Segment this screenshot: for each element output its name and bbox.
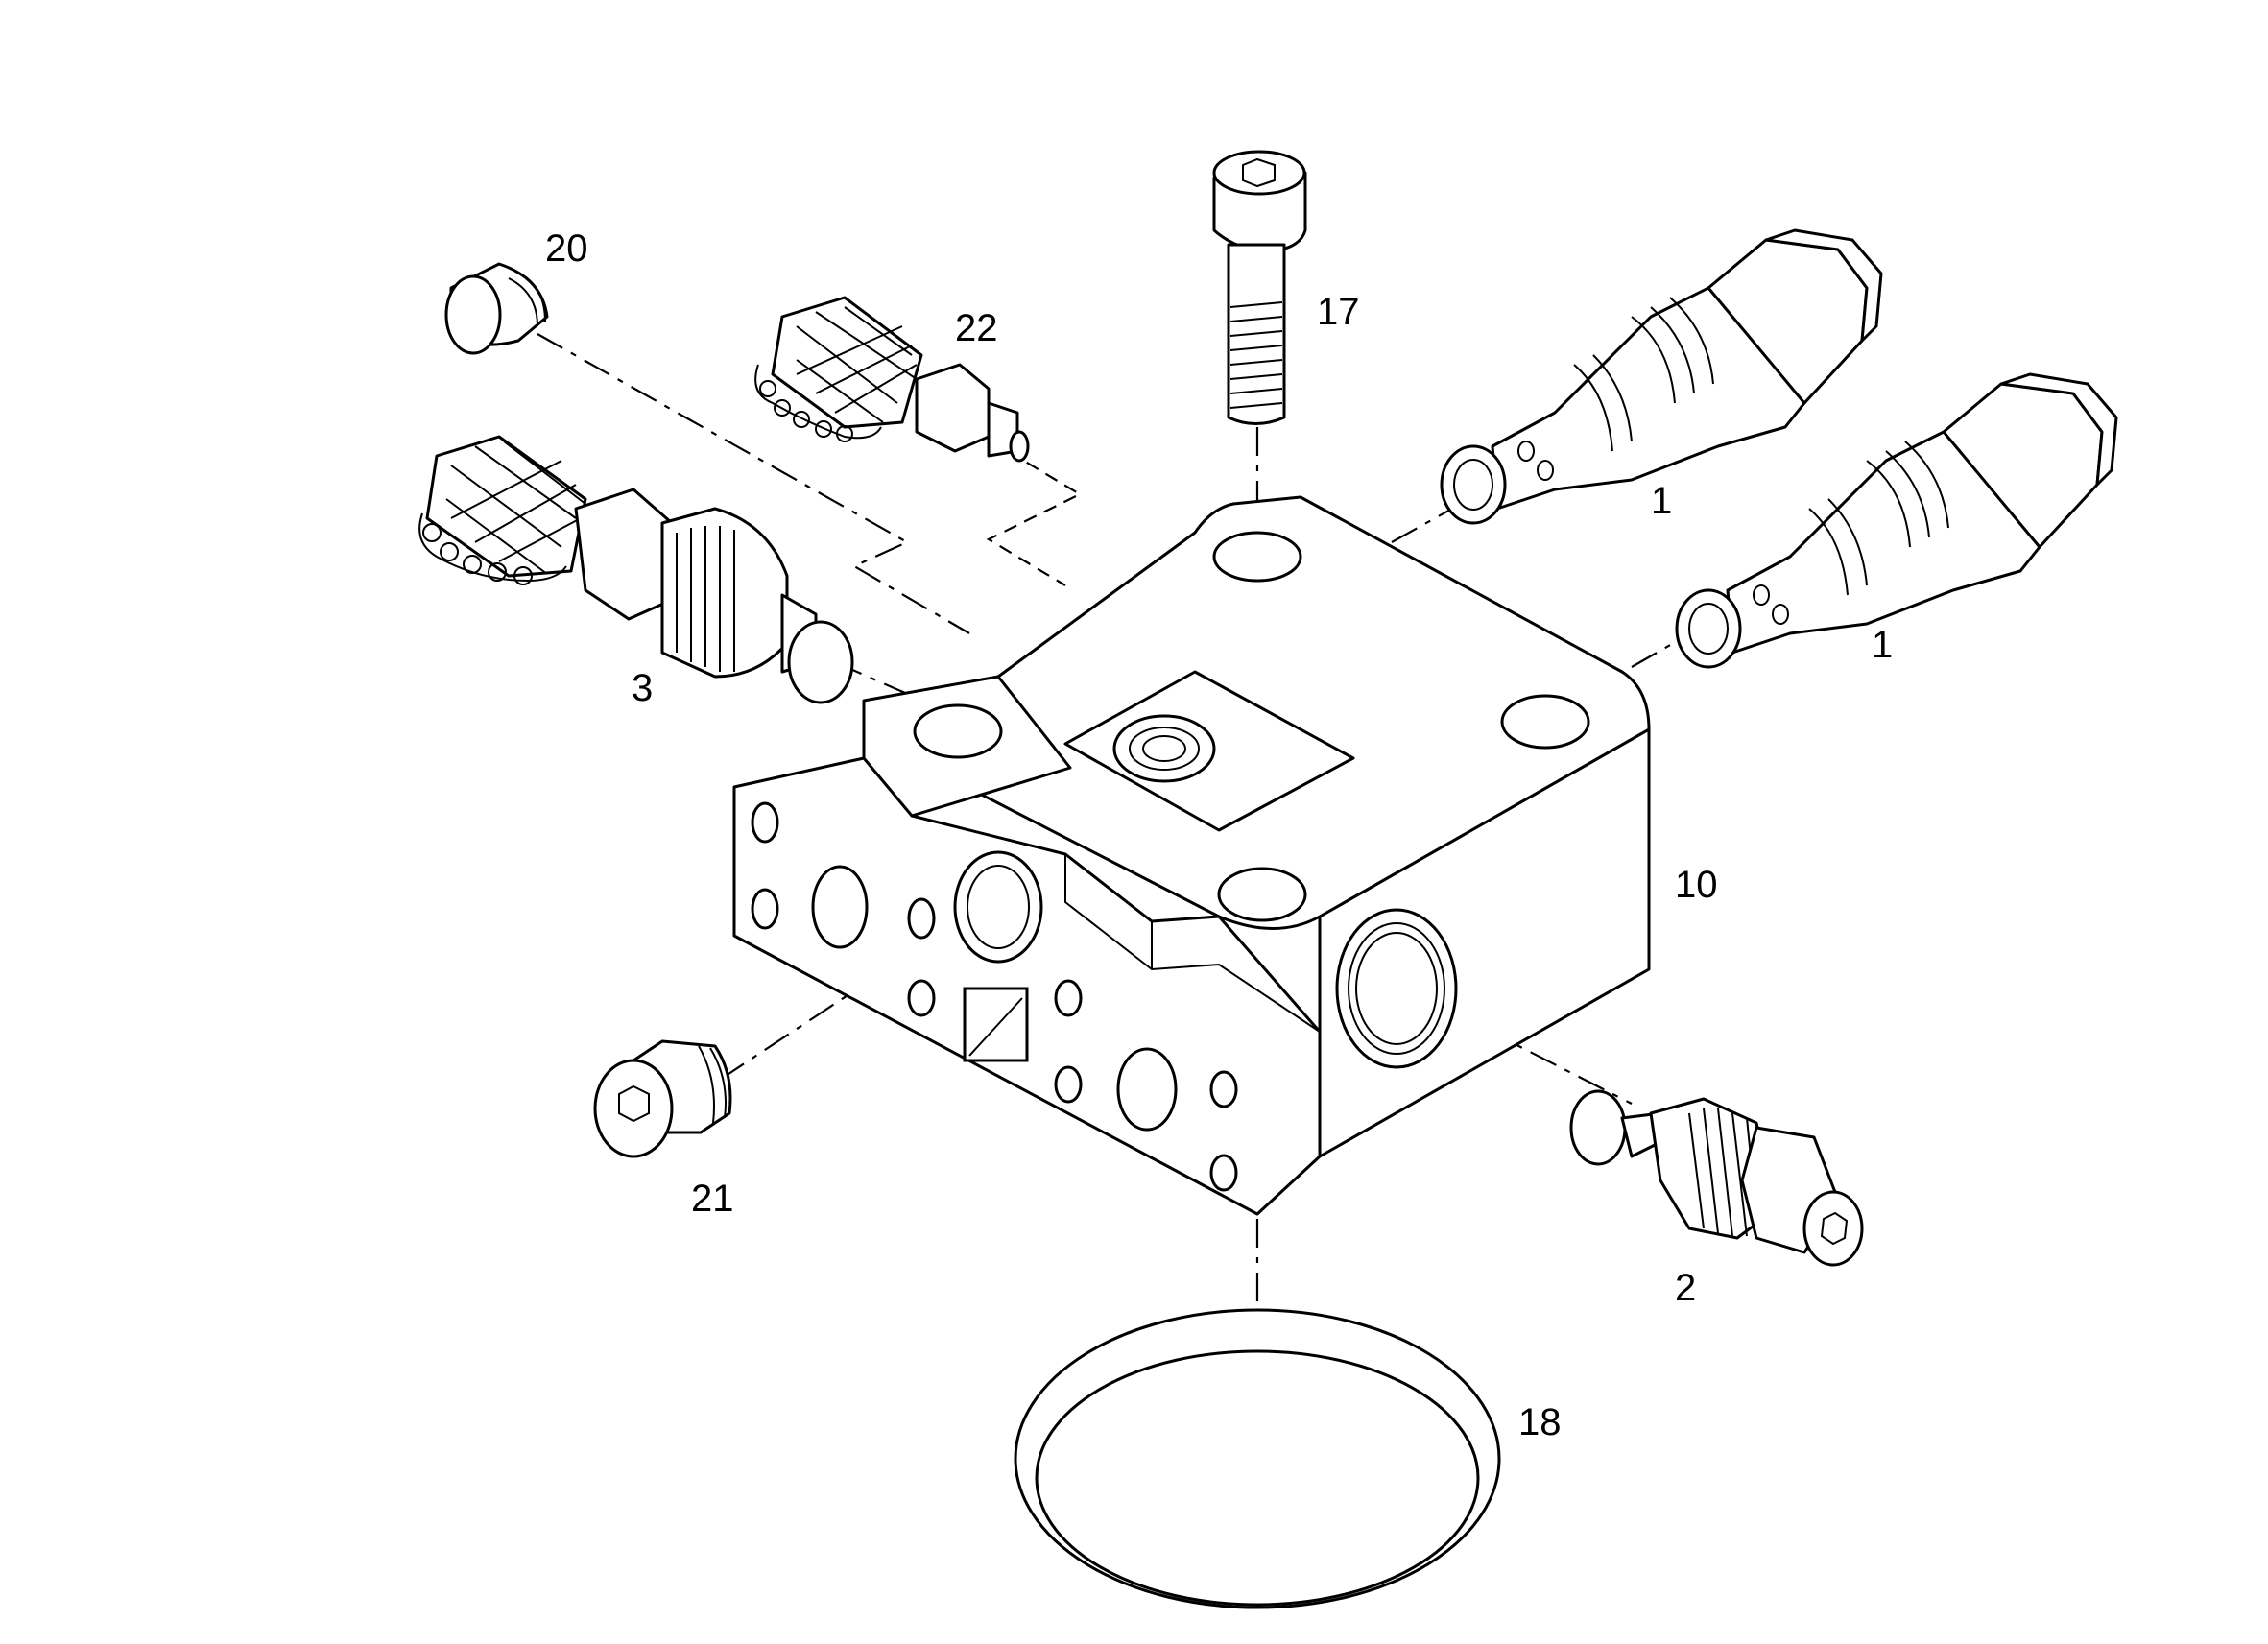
cap-screw [1212,150,1307,425]
callout-3: 3 [632,667,653,709]
solenoid-valve-22 [754,296,1030,463]
solenoid-valve-3 [418,435,854,704]
callout-18: 18 [1518,1401,1562,1443]
plug-20 [444,262,549,355]
hex-socket-plug-21 [593,1039,732,1158]
callout-20: 20 [545,227,588,270]
cartridge-valve-1-upper [1440,228,1883,525]
callout-2: 2 [1675,1267,1696,1309]
callout-1-lower: 1 [1872,624,1893,666]
callout-22: 22 [955,307,998,349]
callout-1-upper: 1 [1651,480,1672,522]
callout-17: 17 [1317,291,1360,333]
manifold-block [732,495,1651,1216]
check-valve-2 [1569,1089,1864,1267]
cartridge-valve-1-lower [1675,372,2118,669]
callout-labels: 1 1 2 3 10 17 18 20 21 22 [545,227,1893,1443]
o-ring-18 [1014,1308,1501,1609]
callout-21: 21 [691,1178,734,1220]
callout-10: 10 [1675,864,1718,906]
